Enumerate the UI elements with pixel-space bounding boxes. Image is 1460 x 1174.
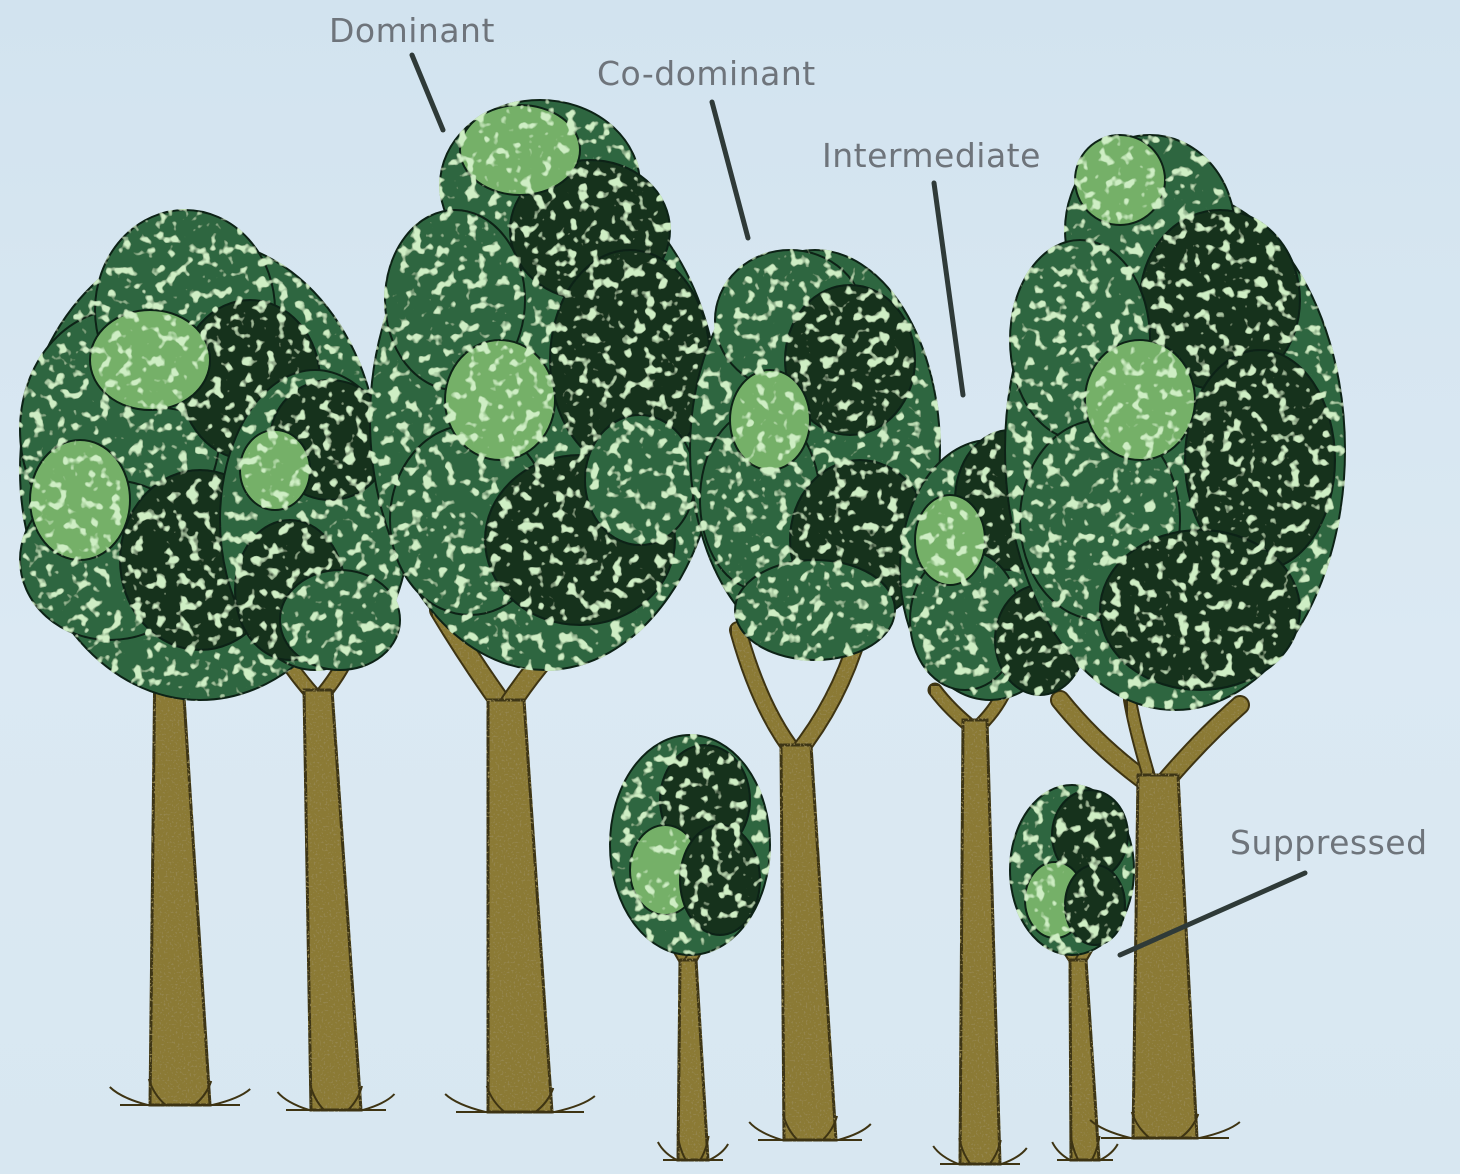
label-dominant: Dominant — [329, 14, 495, 47]
label-suppressed: Suppressed — [1230, 826, 1428, 859]
tree-7-suppressed-crown — [1010, 785, 1134, 955]
leader-dominant — [412, 55, 443, 130]
tree-2-trunk — [278, 650, 395, 1110]
label-intermediate: Intermediate — [822, 139, 1041, 172]
tree-3-dominant-crown — [370, 100, 720, 670]
tree-3-dominant-trunk — [440, 610, 595, 1112]
tree-7-suppressed-trunk — [1052, 925, 1118, 1160]
leader-codominant — [712, 102, 748, 238]
tree-8-crown — [1005, 135, 1345, 710]
leader-intermediate — [934, 183, 963, 395]
tree-4-small-crown — [610, 735, 770, 955]
tree-6-intermediate-trunk — [933, 690, 1027, 1164]
label-codominant: Co-dominant — [597, 57, 816, 90]
